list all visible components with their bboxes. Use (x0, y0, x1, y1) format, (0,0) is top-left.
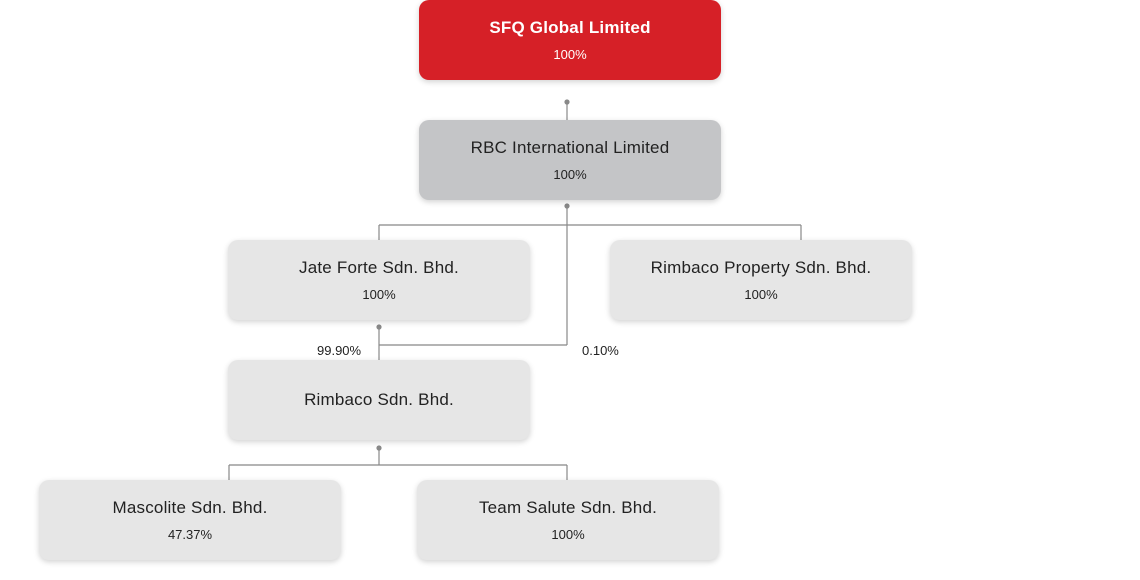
connector-dot (376, 324, 382, 330)
node-name: Team Salute Sdn. Bhd. (478, 498, 658, 517)
node-rimbaco-property: Rimbaco Property Sdn. Bhd. 100% (610, 240, 912, 320)
node-percentage: 100% (744, 287, 778, 302)
node-rimbaco: Rimbaco Sdn. Bhd. (228, 360, 530, 440)
node-name: Mascolite Sdn. Bhd. (112, 498, 268, 517)
node-mascolite: Mascolite Sdn. Bhd. 47.37% (39, 480, 341, 560)
node-percentage: 100% (362, 287, 396, 302)
connector-dot (376, 445, 382, 451)
connector-dot (564, 99, 570, 105)
connector-dot (564, 203, 570, 209)
edge-label-rbc-rimbaco: 0.10% (582, 343, 619, 358)
node-percentage: 47.37% (167, 527, 213, 542)
node-percentage: 100% (553, 167, 587, 182)
node-name: Rimbaco Sdn. Bhd. (304, 390, 454, 409)
node-name: Jate Forte Sdn. Bhd. (299, 258, 459, 277)
node-sfq-global: SFQ Global Limited 100% (419, 0, 721, 80)
node-team-salute: Team Salute Sdn. Bhd. 100% (417, 480, 719, 560)
node-percentage: 100% (551, 527, 585, 542)
node-percentage: 100% (553, 47, 587, 62)
node-name: Rimbaco Property Sdn. Bhd. (650, 258, 872, 277)
node-name: RBC International Limited (470, 138, 670, 157)
node-rbc-international: RBC International Limited 100% (419, 120, 721, 200)
node-jate-forte: Jate Forte Sdn. Bhd. 100% (228, 240, 530, 320)
edge-label-jate-rimbaco: 99.90% (317, 343, 362, 358)
node-name: SFQ Global Limited (489, 18, 651, 37)
